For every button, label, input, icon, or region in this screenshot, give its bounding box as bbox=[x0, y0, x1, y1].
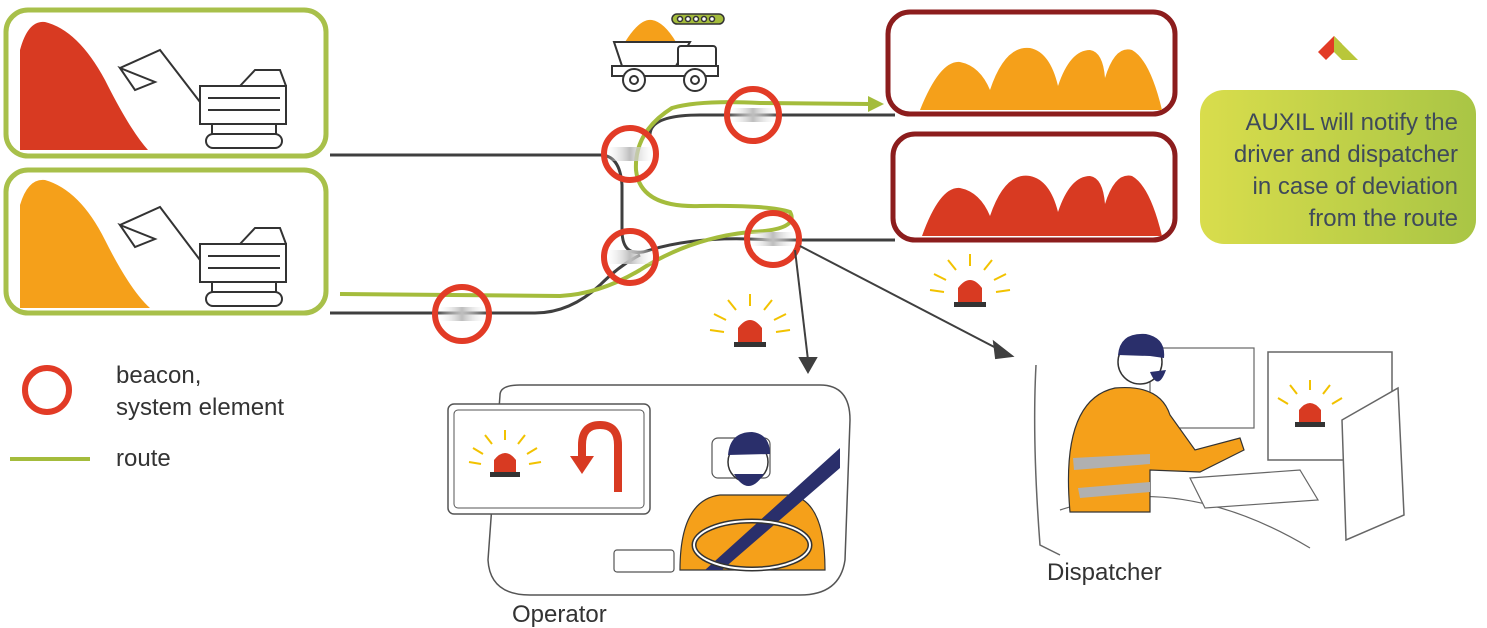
beacon-3 bbox=[724, 86, 782, 144]
legend-beacon-icon bbox=[22, 365, 72, 415]
dispatcher-caption: Dispatcher bbox=[1047, 559, 1162, 586]
monitor-alarm-icon bbox=[1277, 380, 1343, 427]
driver-figure bbox=[679, 432, 840, 572]
callout-line-4: from the route bbox=[1309, 205, 1458, 232]
legend: beacon, system element route bbox=[10, 362, 284, 472]
callout-line-2: driver and dispatcher bbox=[1234, 141, 1458, 168]
arrow-to-operator bbox=[794, 249, 809, 361]
screen-alarm-icon bbox=[468, 430, 542, 477]
legend-route-label: route bbox=[116, 445, 171, 472]
route-arrowhead bbox=[868, 96, 884, 112]
dispatcher-figure bbox=[1067, 333, 1245, 513]
operator-caption: Operator bbox=[512, 601, 607, 628]
legend-beacon-label-1: beacon, bbox=[116, 362, 201, 389]
notification-arrows bbox=[794, 245, 1015, 375]
callout-line-3: in case of deviation bbox=[1253, 173, 1458, 200]
red-stockpile bbox=[922, 175, 1162, 236]
beacon-4 bbox=[601, 228, 659, 286]
operator-scene bbox=[447, 384, 851, 596]
alarm-beacon-icon bbox=[929, 254, 1011, 307]
route-line bbox=[339, 100, 871, 299]
notification-callout: AUXIL will notify the driver and dispatc… bbox=[1200, 90, 1476, 244]
arrow-to-dispatcher bbox=[799, 245, 1001, 351]
alarm-beacon-icon-2 bbox=[709, 294, 791, 347]
road-to-upper-pile bbox=[648, 113, 895, 136]
excavator-icon bbox=[117, 48, 287, 149]
excavator-box-red bbox=[3, 7, 329, 159]
orange-stockpile bbox=[920, 47, 1162, 110]
orange-ore-pile bbox=[20, 179, 150, 308]
beacons bbox=[432, 86, 802, 344]
dump-box-orange bbox=[885, 9, 1178, 117]
beacon-2 bbox=[601, 125, 659, 183]
excavator-icon-2 bbox=[117, 205, 287, 307]
excavator-box-orange bbox=[3, 167, 329, 316]
callout-line-1: AUXIL will notify the bbox=[1245, 109, 1458, 136]
red-ore-pile bbox=[20, 21, 148, 150]
legend-beacon-label-2: system element bbox=[116, 394, 284, 421]
beacon-5 bbox=[744, 210, 802, 268]
beacon-1 bbox=[432, 284, 492, 344]
dispatcher-scene bbox=[1033, 333, 1405, 556]
dump-truck-icon bbox=[611, 13, 725, 92]
dump-box-red bbox=[890, 131, 1178, 243]
u-turn-icon bbox=[578, 420, 622, 492]
auxil-logo bbox=[1318, 36, 1358, 60]
